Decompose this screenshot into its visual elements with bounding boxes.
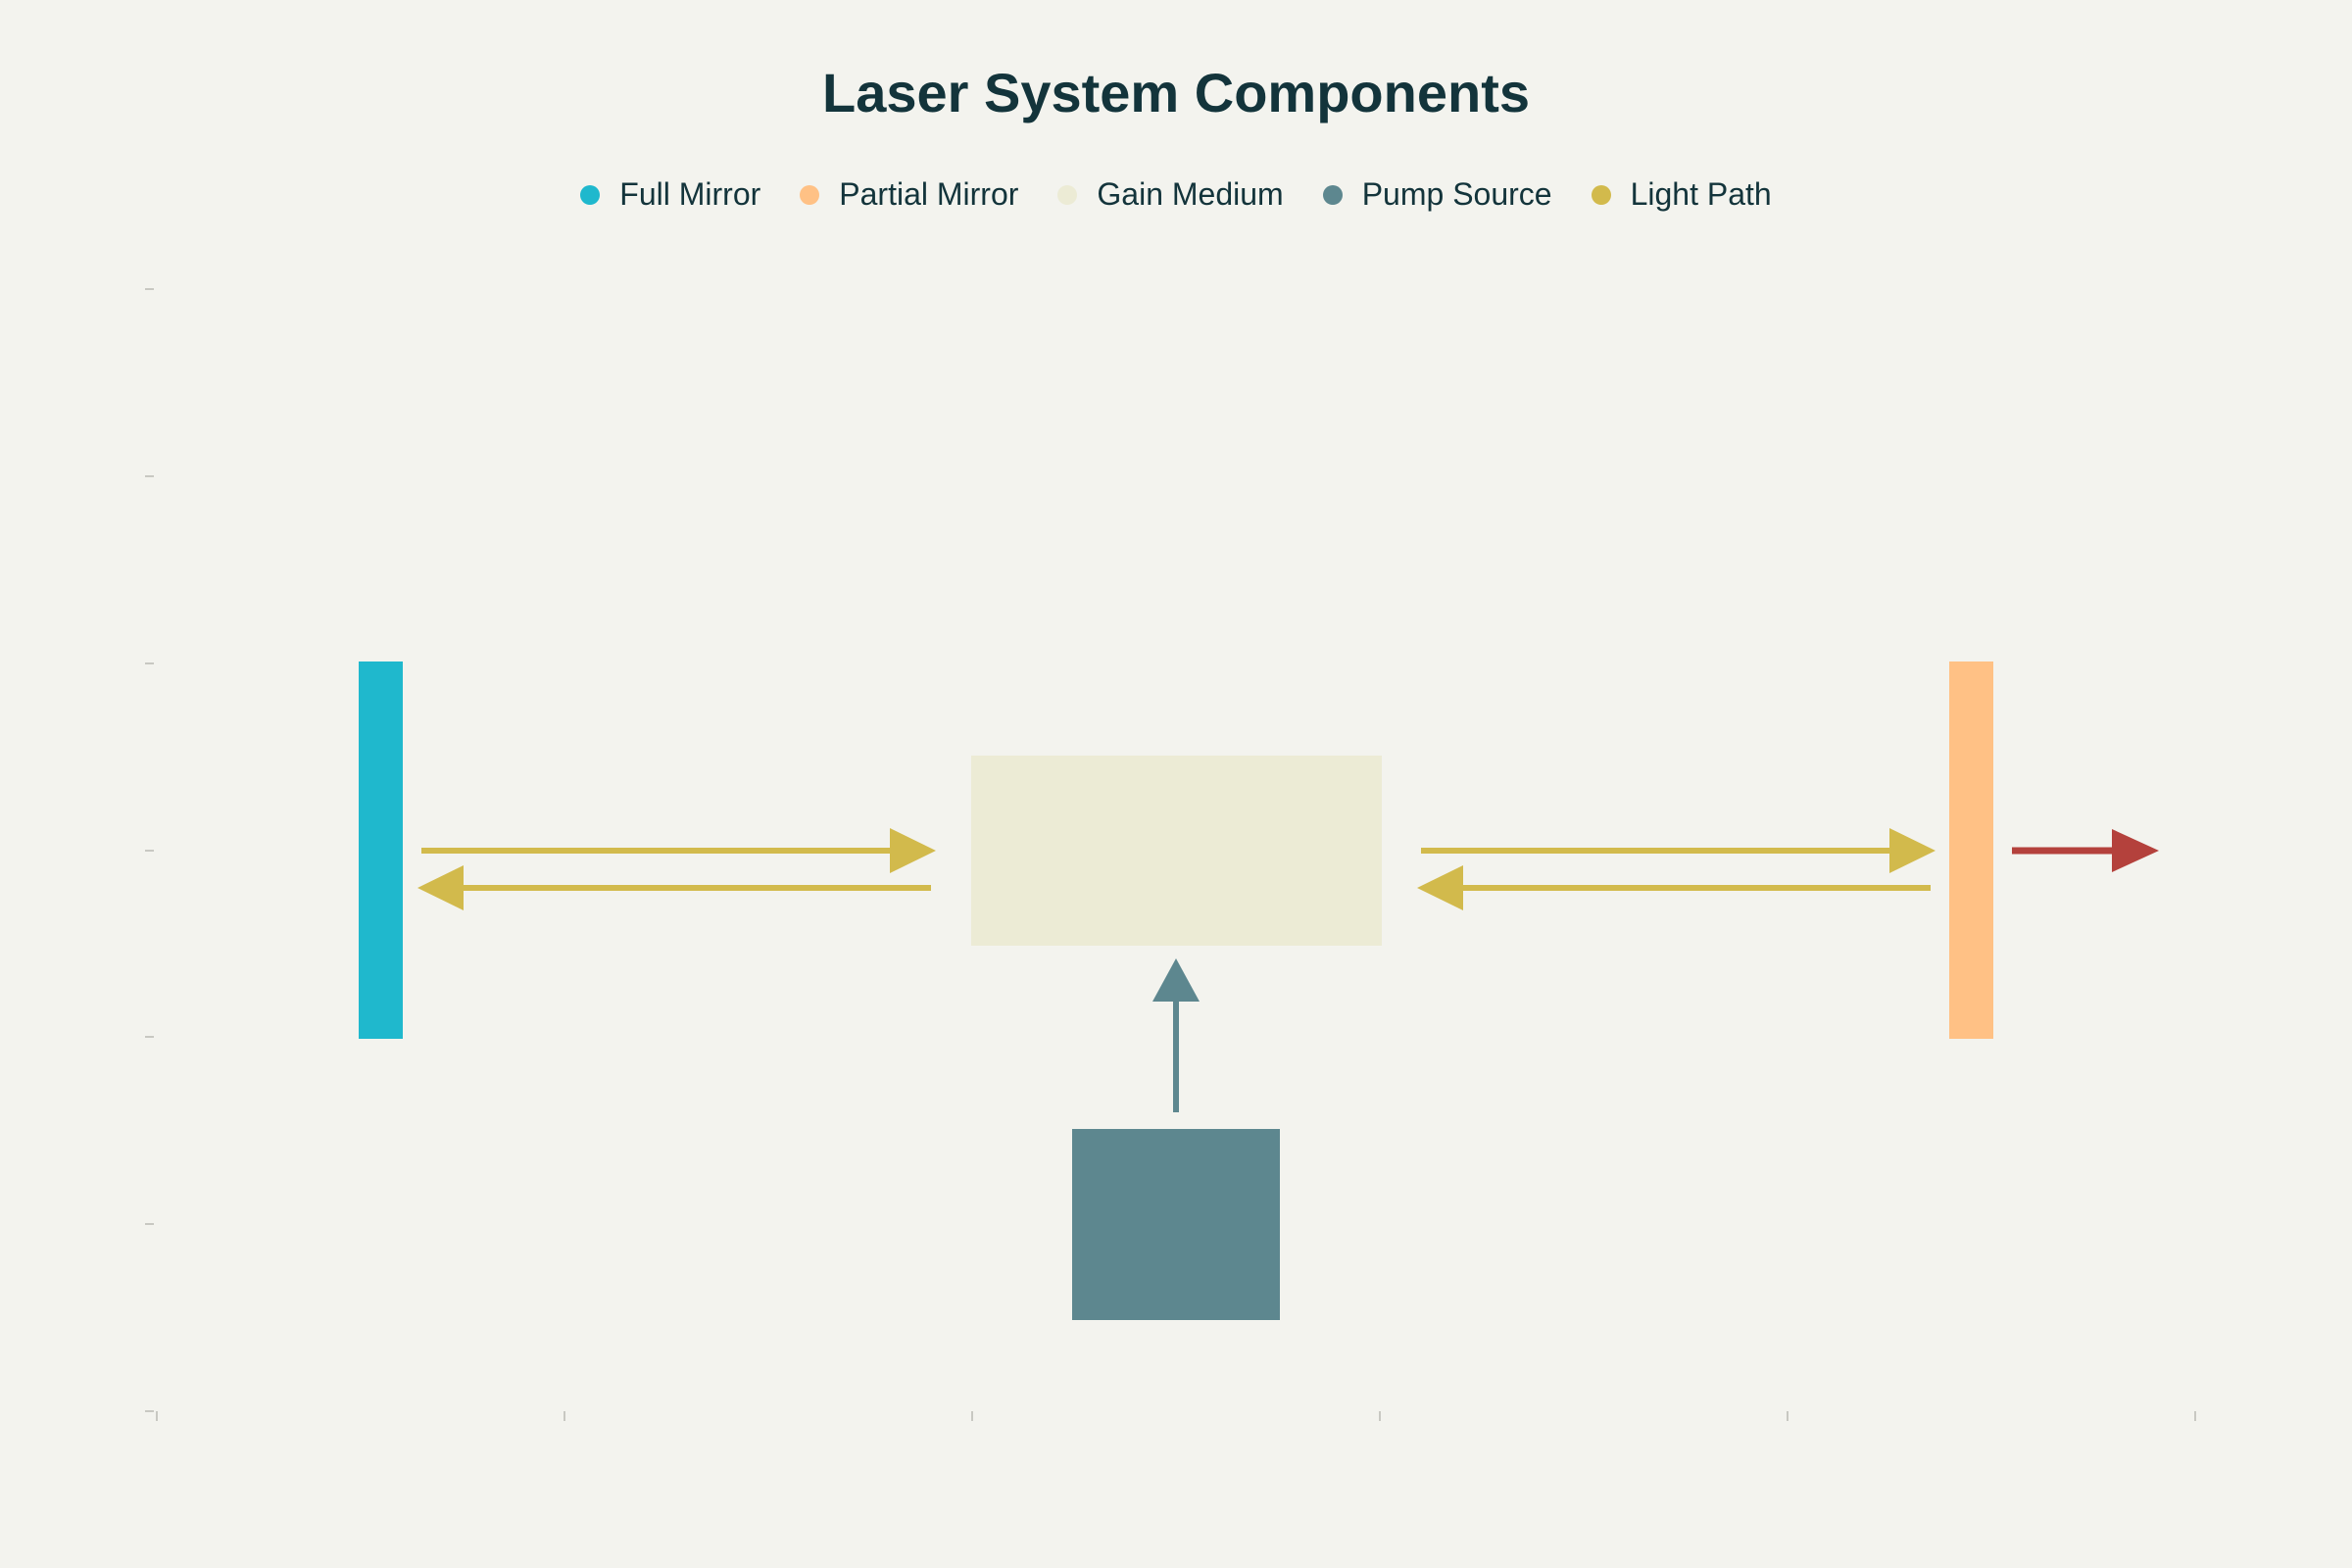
legend-marker <box>1322 184 1343 205</box>
legend-marker <box>1591 184 1611 205</box>
arrowhead <box>890 828 936 873</box>
legend-marker <box>1057 184 1078 205</box>
axis-ticks <box>145 288 2196 1421</box>
arrowhead <box>2112 829 2159 872</box>
legend-label: Light Path <box>1630 176 1772 212</box>
legend-marker <box>800 184 820 205</box>
legend-item-full-mirror[interactable]: Full Mirror <box>580 176 760 213</box>
arrowhead <box>417 865 464 910</box>
legend-label: Full Mirror <box>619 176 761 212</box>
gain-medium <box>971 756 1382 946</box>
arrowhead <box>1417 865 1463 910</box>
light-path-arrows <box>417 828 1936 910</box>
partial-mirror <box>1949 662 1993 1039</box>
legend-item-gain-medium[interactable]: Gain Medium <box>1057 176 1284 213</box>
legend-marker <box>580 184 601 205</box>
legend-label: Partial Mirror <box>839 176 1019 212</box>
legend-item-partial-mirror[interactable]: Partial Mirror <box>800 176 1018 213</box>
arrowhead <box>1152 958 1200 1002</box>
output-beam-arrow <box>2012 829 2159 872</box>
pump-source <box>1072 1129 1280 1320</box>
page-title: Laser System Components <box>822 62 1530 123</box>
arrowhead <box>1889 828 1936 873</box>
full-mirror <box>359 662 403 1039</box>
legend-label: Gain Medium <box>1097 176 1284 212</box>
legend-label: Pump Source <box>1361 176 1552 212</box>
legend-item-light-path[interactable]: Light Path <box>1591 176 1772 213</box>
legend-item-pump-source[interactable]: Pump Source <box>1322 176 1552 213</box>
legend: Full Mirror Partial Mirror Gain Medium P… <box>0 176 2352 213</box>
pump-arrow <box>1152 958 1200 1112</box>
